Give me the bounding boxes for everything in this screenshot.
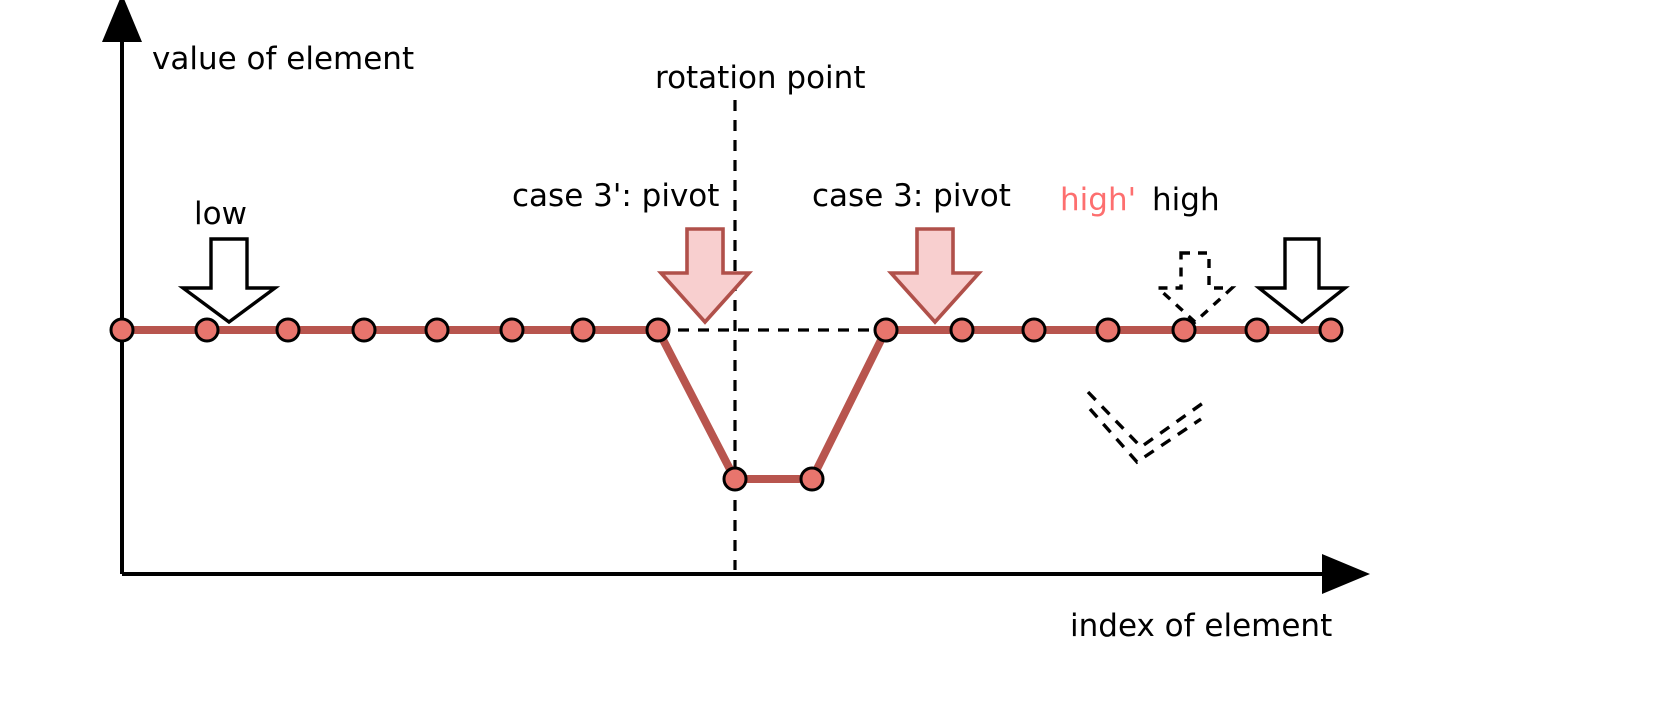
pivot-left-arrow-icon [656, 227, 754, 325]
rotation-point-label: rotation point [655, 60, 865, 96]
low-label: low [194, 196, 247, 232]
high-arrow-icon [1254, 237, 1350, 325]
data-point [194, 317, 220, 343]
high-prime-arrow-icon [1153, 251, 1237, 325]
data-point-pivot-right [873, 317, 899, 343]
data-series [109, 317, 1344, 492]
data-point [1318, 317, 1344, 343]
case-3-label: case 3: pivot [812, 178, 1011, 214]
data-point [570, 317, 596, 343]
data-point [109, 317, 135, 343]
data-point [1021, 317, 1047, 343]
data-point [1244, 317, 1270, 343]
data-point [275, 317, 301, 343]
data-point-valley [799, 466, 825, 492]
data-point [499, 317, 525, 343]
data-point [949, 317, 975, 343]
x-axis-label: index of element [1070, 608, 1332, 644]
data-point-pivot-left [645, 317, 671, 343]
axis-group [102, 0, 1370, 594]
guide-lines [658, 100, 892, 570]
data-point-valley [722, 466, 748, 492]
data-point [351, 317, 377, 343]
series-line [118, 326, 1335, 483]
data-point [1171, 317, 1197, 343]
high-prime-label: high' [1060, 182, 1136, 218]
case-3-prime-label: case 3': pivot [512, 178, 719, 214]
y-axis-label: value of element [152, 41, 414, 77]
dashed-swoosh-icon [1086, 390, 1204, 465]
data-point [424, 317, 450, 343]
high-label: high [1152, 182, 1220, 218]
low-arrow-icon [177, 237, 281, 325]
pivot-right-arrow-icon [886, 227, 984, 325]
data-point [1095, 317, 1121, 343]
